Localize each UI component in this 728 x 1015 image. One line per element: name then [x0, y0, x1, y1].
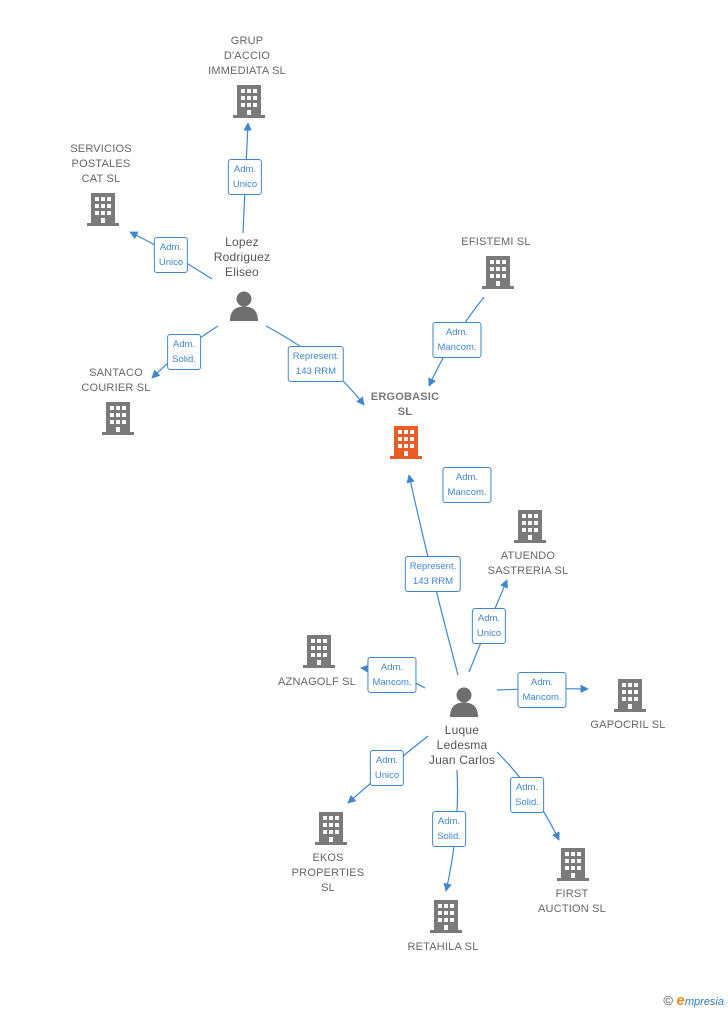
footer-brand: © empresia: [663, 992, 724, 1009]
edge-label-lopez-servicios: Adm. Unico: [153, 237, 189, 273]
edge-label-luque-ergobasic-adm: Adm. Mancom.: [442, 467, 492, 503]
building-icon[interactable]: [390, 426, 422, 459]
person-icon[interactable]: [230, 291, 258, 322]
brand-logo-text: mpresia: [684, 996, 724, 1008]
edge-label-efistemi-ergobasic: Adm. Mancom.: [432, 322, 482, 358]
edge-label-luque-first: Adm. Solid.: [510, 777, 544, 813]
building-icon[interactable]: [482, 256, 514, 289]
edge-label-luque-gapocril: Adm. Mancom.: [517, 672, 567, 708]
node-label-first-auction[interactable]: FIRST AUCTION SL: [537, 888, 607, 915]
building-icon[interactable]: [514, 510, 546, 543]
person-icon[interactable]: [450, 687, 478, 718]
building-icon[interactable]: [557, 848, 589, 881]
building-icon[interactable]: [614, 679, 646, 712]
edge-label-luque-ekos: Adm. Unico: [369, 750, 405, 786]
node-label-retahila[interactable]: RETAHILA SL: [407, 941, 479, 953]
node-label-atuendo[interactable]: ATUENDO SASTRERIA SL: [487, 550, 569, 577]
building-icon[interactable]: [303, 635, 335, 668]
node-label-servicios-postales[interactable]: SERVICIOS POSTALES CAT SL: [70, 143, 132, 185]
edge-label-lopez-grup: Adm. Unico: [227, 159, 263, 195]
node-label-aznagolf[interactable]: AZNAGOLF SL: [278, 676, 356, 688]
building-icon[interactable]: [102, 402, 134, 435]
edge-label-lopez-santaco: Adm. Solid.: [167, 334, 201, 370]
node-label-ergobasic[interactable]: ERGOBASIC SL: [370, 391, 440, 418]
node-label-efistemi[interactable]: EFISTEMI SL: [461, 236, 531, 248]
edge-label-luque-aznagolf: Adm. Mancom.: [367, 657, 417, 693]
edge-label-lopez-ergobasic: Represent. 143 RRM: [287, 346, 345, 382]
node-label-ekos[interactable]: EKOS PROPERTIES SL: [291, 852, 365, 894]
node-label-grup-daccio[interactable]: GRUP D'ACCIO IMMEDIATA SL: [208, 35, 286, 77]
building-icon[interactable]: [233, 85, 265, 118]
building-icon[interactable]: [430, 900, 462, 933]
building-icon[interactable]: [87, 193, 119, 226]
node-label-lopez[interactable]: Lopez Rodriguez Eliseo: [213, 235, 271, 279]
node-label-gapocril[interactable]: GAPOCRIL SL: [590, 719, 666, 731]
edge-label-luque-ergobasic-rep: Represent. 143 RRM: [404, 556, 462, 592]
brand-logo-initial: e: [676, 992, 685, 1009]
edge-label-luque-retahila: Adm. Solid.: [432, 811, 466, 847]
node-label-santaco[interactable]: SANTACO COURIER SL: [81, 367, 151, 394]
copyright-symbol: ©: [663, 993, 673, 1008]
node-label-luque[interactable]: Luque Ledesma Juan Carlos: [428, 723, 496, 767]
nodes: [87, 85, 646, 933]
building-icon[interactable]: [315, 812, 347, 845]
edge-label-luque-atuendo: Adm. Unico: [471, 608, 507, 644]
